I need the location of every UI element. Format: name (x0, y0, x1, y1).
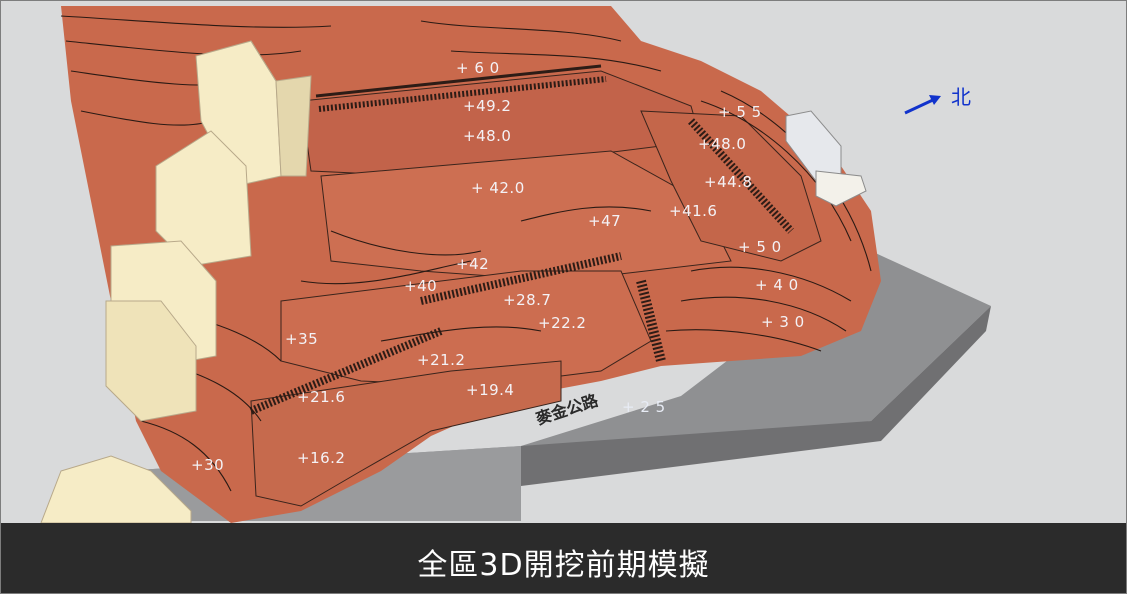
buildings-left (40, 40, 312, 524)
structure-right (785, 110, 867, 207)
caption-bar: 全區3D開挖前期模擬 (1, 523, 1126, 593)
terrace-right (640, 110, 822, 262)
elevation-label: + 3 0 (761, 313, 805, 331)
north-label: 北 (951, 85, 971, 109)
contour (140, 420, 232, 492)
elevation-label: +44.8 (704, 173, 753, 191)
elevation-label: +47 (588, 212, 622, 230)
retaining-wall-right (688, 118, 794, 234)
road-elevation-label: + 2 5 (622, 398, 666, 416)
building (105, 300, 197, 422)
contour (450, 50, 662, 72)
road-side (521, 306, 991, 486)
building (250, 40, 312, 177)
building (815, 170, 867, 207)
elevation-label: +42 (456, 255, 490, 273)
contour (380, 326, 542, 342)
retaining-wall-top-2 (318, 76, 607, 112)
contour (300, 260, 472, 285)
elevation-label: +21.6 (297, 388, 346, 406)
north-arrow-icon (904, 95, 941, 115)
elevation-label: +35 (285, 330, 319, 348)
elevation-label: +19.4 (466, 381, 515, 399)
elevation-label: + 4 0 (755, 276, 799, 294)
contour (60, 15, 332, 28)
building (155, 130, 252, 267)
contour (690, 266, 852, 302)
elevation-label: +40 (404, 277, 438, 295)
contour (80, 110, 212, 126)
terrace-mid (320, 150, 732, 282)
elevation-label: +16.2 (297, 449, 346, 467)
contour (65, 40, 302, 56)
elevation-label: +49.2 (463, 97, 512, 115)
contour (420, 20, 622, 42)
elevation-label: +48.0 (463, 127, 512, 145)
terrace-bottom (250, 360, 562, 507)
contour (700, 100, 852, 242)
elevation-label: +41.6 (669, 202, 718, 220)
contour (665, 329, 822, 352)
elevation-label: +30 (191, 456, 225, 474)
elevation-label: +21.2 (417, 351, 466, 369)
elevation-label: +28.7 (503, 291, 552, 309)
contour (680, 296, 847, 332)
contour (330, 230, 482, 256)
caption-title: 全區3D開挖前期模擬 (417, 548, 710, 583)
elevation-label: + 5 5 (718, 103, 762, 121)
contour (520, 206, 652, 222)
elevation-label: +48.0 (698, 135, 747, 153)
elevation-label: +22.2 (538, 314, 587, 332)
elevation-label: + 42.0 (471, 179, 525, 197)
elevation-label: + 5 0 (738, 238, 782, 256)
retaining-wall-stepped (636, 279, 666, 363)
elevation-label: + 6 0 (456, 59, 500, 77)
retaining-wall-top (315, 64, 602, 98)
